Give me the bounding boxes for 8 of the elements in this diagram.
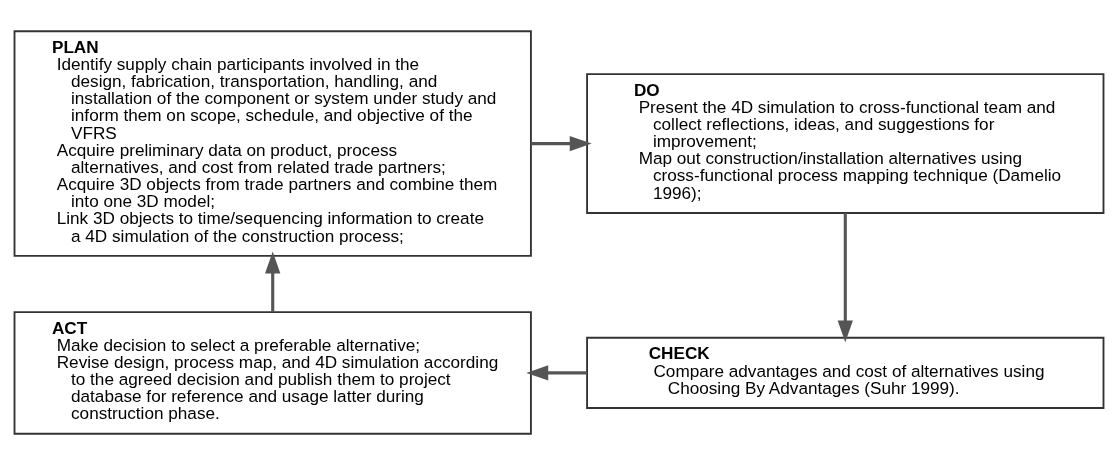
arrow xyxy=(837,212,853,342)
node-box: PLAN Identify supply chain participants involved in the design, fabrication, transportation, handling, and installation of the component or system under study and inform them on scope, schedule, and objective of the VFRS Acquire preliminary data on product, process alternatives, and cost from related trade partners; Acquire 3D objects from trade partners and combine them into one 3D model; Link 3D objects to time/sequencing information to create a 4D simulation of the construction process; xyxy=(13,29,532,257)
arrow xyxy=(526,364,587,381)
arrow xyxy=(265,251,281,312)
arrow xyxy=(531,135,592,151)
node-box: DO Present the 4D simulation to cross-functional team and collect reflections, ideas, and suggestions for improvement; Map out construction/installation alternatives using cross-functional process mapping technique (Damelio 1996); xyxy=(586,72,1105,214)
node-box: ACT Make decision to select a preferable alternative; Revise design, process map, and 4D simulation according to the agreed decision and publish them to project database for reference and usage latter during construction phase. xyxy=(13,310,532,435)
node-box: CHECK Compare advantages and cost of alternatives using Choosing By Advantages (Suhr 1999). xyxy=(586,336,1105,409)
